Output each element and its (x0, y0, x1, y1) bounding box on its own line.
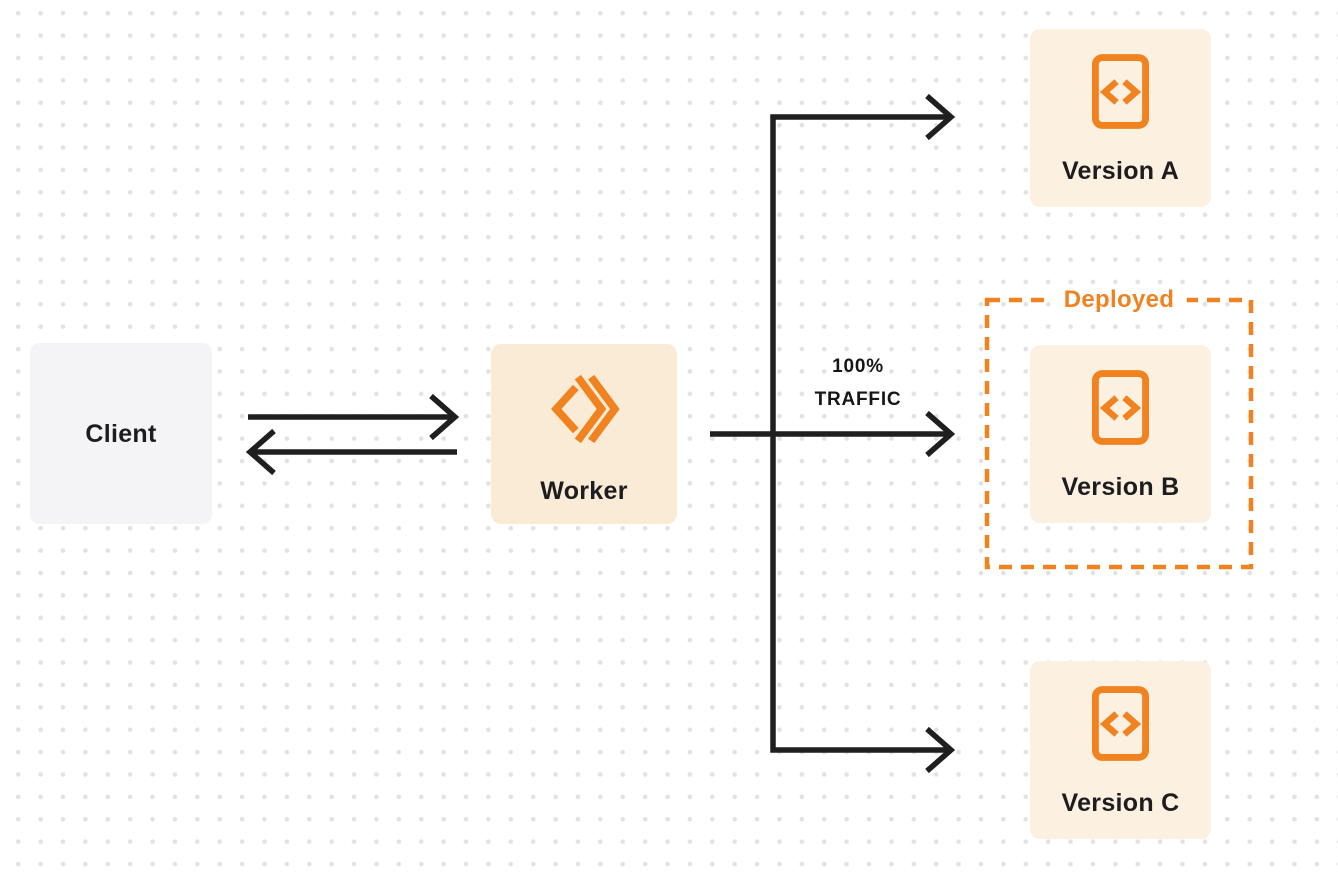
deployed-badge: Deployed (1050, 286, 1188, 314)
code-file-icon (1091, 369, 1150, 446)
version-c-node: Version C (1030, 661, 1211, 839)
arrowhead-left-icon (245, 428, 276, 476)
version-b-node: Version B (1030, 345, 1211, 523)
traffic-percent: 100% (832, 356, 884, 377)
arrowhead-version-c-icon (925, 726, 956, 774)
branch-trunk-line (770, 114, 948, 753)
traffic-annotation: 100% TRAFFIC (815, 350, 902, 416)
client-label: Client (85, 419, 157, 448)
arrowhead-version-a-icon (925, 93, 956, 141)
worker-label: Worker (540, 477, 628, 505)
version-b-label: Version B (1061, 473, 1180, 501)
arrowhead-right-icon (429, 393, 460, 441)
version-a-node: Version A (1030, 29, 1211, 207)
arrowhead-version-b-icon (925, 410, 956, 458)
traffic-word: TRAFFIC (814, 389, 902, 410)
workers-logo-icon (548, 373, 620, 445)
worker-node: Worker (491, 344, 677, 524)
client-node: Client (30, 343, 212, 524)
version-c-label: Version C (1061, 789, 1180, 817)
version-a-label: Version A (1061, 157, 1180, 185)
code-file-icon (1091, 53, 1150, 130)
code-file-icon (1091, 685, 1150, 762)
